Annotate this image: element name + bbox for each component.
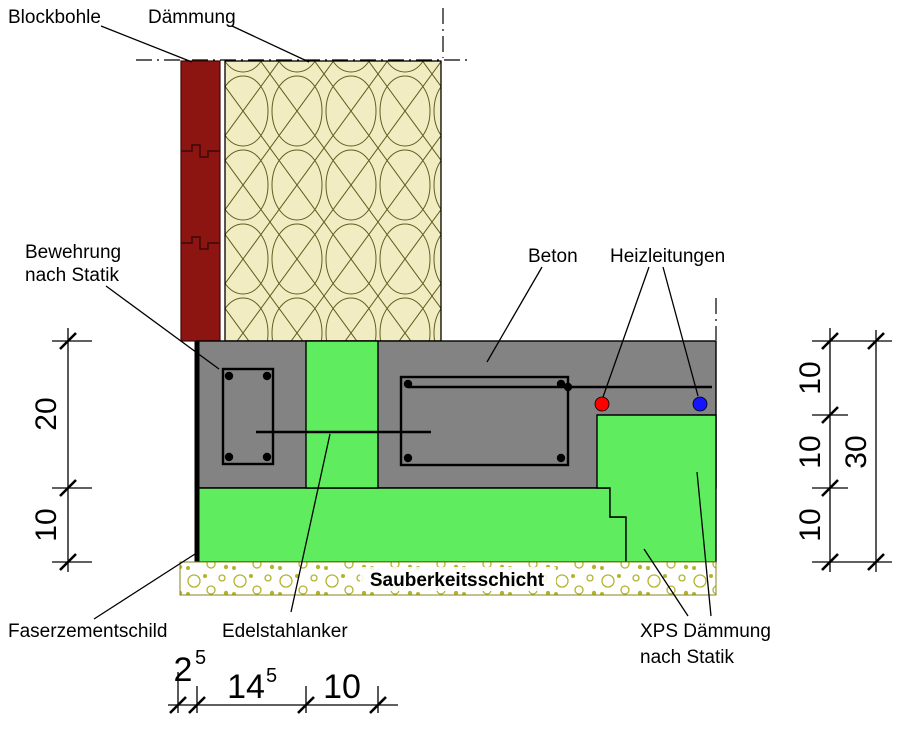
dim-value-30: 30 bbox=[840, 435, 873, 468]
rebar-group bbox=[221, 367, 712, 467]
dimension-left: 20 10 bbox=[30, 328, 92, 572]
rebar-stirrup-left bbox=[221, 367, 275, 466]
dimension-bottom: 2 5 14 5 10 bbox=[168, 647, 398, 714]
rebar-dot bbox=[224, 371, 234, 381]
dim-value-14-sup: 5 bbox=[266, 665, 277, 687]
dim-value-2-sup: 5 bbox=[195, 647, 206, 669]
xps-right-block bbox=[596, 414, 717, 563]
dim-tick bbox=[821, 332, 839, 571]
label-sauberkeitsschicht: Sauberkeitsschicht bbox=[370, 570, 545, 591]
heating-pipe-red-icon bbox=[594, 396, 610, 412]
leader-xps-bottom bbox=[643, 548, 689, 617]
label-xps-line1: XPS Dämmung bbox=[640, 621, 771, 642]
leader-xps-right bbox=[696, 471, 712, 617]
dim-value-14: 14 bbox=[227, 668, 265, 706]
leader-bewehrung bbox=[105, 285, 220, 370]
dim-value-10-bot: 10 bbox=[794, 508, 827, 541]
label-bewehrung-line2: nach Statik bbox=[25, 265, 119, 286]
dimension-right: 10 10 10 30 bbox=[794, 328, 892, 572]
dim-tick bbox=[169, 696, 387, 714]
blockbohle-shape bbox=[180, 60, 221, 342]
xps-vertical-strip bbox=[305, 340, 379, 489]
rebar-dot bbox=[224, 452, 234, 462]
leader-blockbohle bbox=[100, 25, 193, 63]
label-blockbohle: Blockbohle bbox=[8, 7, 101, 28]
dim-value-10: 10 bbox=[323, 668, 361, 706]
dim-value-10: 10 bbox=[30, 508, 63, 541]
dim-value-10-mid: 10 bbox=[794, 435, 827, 468]
label-xps-line2: nach Statik bbox=[640, 647, 734, 668]
leader-faserzementschild bbox=[93, 553, 196, 620]
dim-value-10-top: 10 bbox=[794, 361, 827, 394]
xps-bottom-layer bbox=[196, 487, 627, 563]
rebar-dot bbox=[556, 453, 566, 463]
dim-tick bbox=[59, 332, 77, 571]
rebar-dot bbox=[563, 382, 573, 392]
dim-tick bbox=[867, 332, 885, 571]
rebar-dot bbox=[262, 371, 272, 381]
blockbohle-joint-icon bbox=[181, 144, 220, 158]
rebar-dot bbox=[403, 453, 413, 463]
dim-value-2: 2 bbox=[174, 651, 193, 689]
blockbohle-joint-icon bbox=[181, 236, 220, 250]
heating-pipe-blue-icon bbox=[692, 396, 708, 412]
label-heizleitungen: Heizleitungen bbox=[610, 246, 725, 267]
rebar-dot bbox=[262, 452, 272, 462]
label-beton: Beton bbox=[528, 246, 578, 267]
leader-edelstahlanker bbox=[290, 433, 331, 613]
label-faserzementschild: Faserzementschild bbox=[8, 621, 167, 642]
leader-heizleitung-red bbox=[602, 266, 650, 398]
blinding-label-bg bbox=[360, 567, 556, 591]
dim-extension bbox=[177, 672, 379, 713]
leader-heizleitung-blue bbox=[662, 266, 699, 397]
rebar-stirrup-right bbox=[399, 375, 570, 467]
label-bewehrung-line1: Bewehrung bbox=[25, 242, 121, 263]
leader-beton bbox=[486, 266, 543, 363]
dim-extension bbox=[52, 340, 92, 563]
dim-value-20: 20 bbox=[30, 397, 63, 430]
label-daemmung: Dämmung bbox=[148, 7, 236, 28]
insulation-hatch bbox=[224, 60, 442, 342]
label-edelstahlanker: Edelstahlanker bbox=[222, 621, 348, 642]
leader-lines bbox=[93, 25, 712, 620]
leader-daemmung bbox=[231, 25, 310, 63]
